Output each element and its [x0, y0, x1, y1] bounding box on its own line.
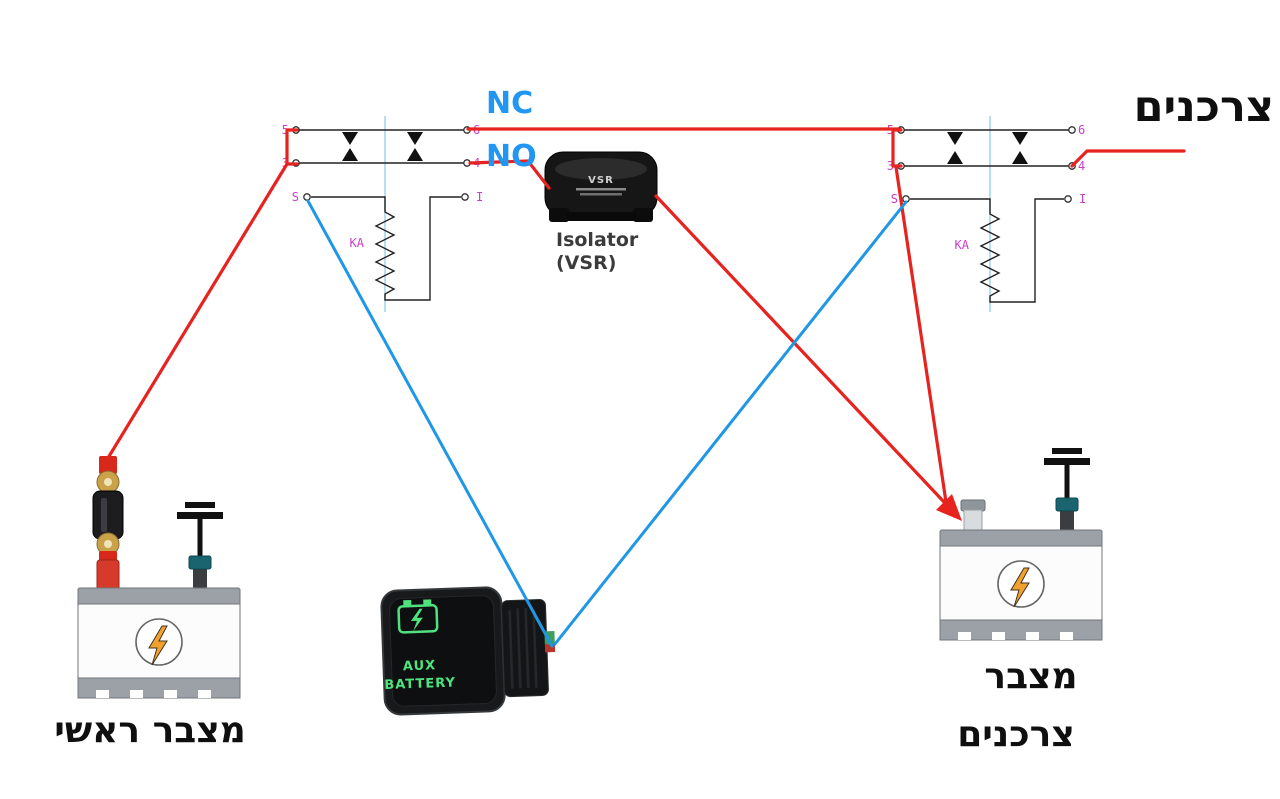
relay-left-schematic: 5 6 3 4 S I KA	[282, 116, 483, 312]
aux-battery-label-line1: מצבר	[984, 656, 1077, 697]
relay-right-pin6-label: 6	[1078, 123, 1085, 137]
relay-left-pinI-terminal	[461, 193, 469, 201]
isolator-base	[566, 212, 636, 221]
isolator-caption-line1: Isolator	[556, 229, 639, 251]
wire-right-sense-to-switch	[553, 200, 908, 646]
switch-battery-icon	[397, 604, 439, 634]
aux-battery-switch: AUX BATTERY	[380, 586, 556, 716]
relay-left-pinI-label: I	[476, 190, 483, 204]
relay-left-contact-symbol-1	[342, 132, 358, 161]
fuse-body	[92, 490, 124, 540]
isolator-chip-label: VSR	[588, 175, 614, 186]
relay-right-coil-label: KA	[955, 238, 970, 252]
main-battery-negative-post	[188, 555, 212, 589]
main-battery-positive-post	[96, 559, 120, 591]
nc-label: NC	[486, 86, 533, 121]
switch-housing-ribs	[508, 607, 538, 689]
aux-battery-label-line2: צרכנים	[957, 714, 1075, 755]
relay-right-pin6-terminal	[1068, 126, 1076, 134]
relay-left-coil-label: KA	[350, 236, 365, 250]
main-battery-label: מצבר ראשי	[54, 710, 246, 751]
relay-left-pinS-label: S	[292, 190, 299, 204]
wire-right-relay-jumper	[891, 128, 903, 168]
fuse-top-sleeve	[99, 456, 117, 474]
aux-battery: מצבר צרכנים	[939, 448, 1103, 755]
relay-left-contact-symbol-2	[407, 132, 423, 161]
isolator-tab-right	[633, 208, 653, 222]
relay-right-pinS-label: S	[891, 192, 898, 206]
arrowhead-to-aux-battery	[936, 494, 962, 521]
isolator-tab-left	[549, 208, 569, 222]
relay-right-pin3-label: 3	[887, 159, 894, 173]
wire-isolator-to-aux-battery	[654, 194, 946, 504]
relay-right-contact-symbol-1	[947, 132, 963, 164]
fuse-body-sheen	[101, 498, 107, 532]
relay-right-schematic: 5 6 3 4 S I KA	[887, 116, 1086, 312]
wire-no-to-isolator	[468, 159, 551, 190]
aux-battery-positive-post	[963, 509, 983, 533]
relay-left-pinS-terminal	[303, 193, 311, 201]
blue-wires	[306, 199, 908, 648]
isolator-caption-line2: (VSR)	[556, 252, 616, 274]
switch-battery-icon-terminal-right	[423, 599, 432, 606]
relay-right-pin4-label: 4	[1078, 159, 1085, 173]
no-label: NO	[486, 139, 537, 174]
wire-left-relay-jumper	[285, 128, 299, 166]
isolator-top-sheen	[555, 158, 647, 180]
wire-to-consumers	[1070, 149, 1186, 168]
main-battery-case	[77, 587, 241, 699]
switch-label-line1: AUX	[403, 658, 437, 674]
relay-right-pinI-terminal	[1064, 195, 1072, 203]
aux-battery-positive-cap	[960, 499, 986, 512]
inline-fuse	[92, 456, 124, 565]
wire-right-relay-to-aux-battery	[894, 165, 948, 504]
wire-left-sense-to-switch	[306, 199, 554, 648]
fuse-lug-top-hole	[104, 478, 112, 486]
relay-right-pinI-label: I	[1079, 192, 1086, 206]
main-battery: מצבר ראשי	[54, 456, 246, 751]
aux-battery-case	[939, 529, 1103, 641]
fuse-lug-bottom-hole	[104, 540, 112, 548]
wire-main-battery-to-relay	[106, 162, 289, 460]
relay-left-coil	[311, 196, 461, 301]
aux-battery-negative-post	[1055, 497, 1079, 531]
switch-battery-icon-bolt	[410, 608, 423, 631]
red-wires	[106, 127, 1186, 504]
consumers-label: צרכנים	[1134, 82, 1274, 132]
isolator-fineprint-2	[580, 193, 622, 196]
switch-battery-icon-terminal-left	[403, 600, 412, 607]
isolator-fineprint-1	[576, 188, 626, 191]
relay-right-coil	[910, 198, 1064, 303]
relay-left-pin5-label: 5	[282, 123, 289, 137]
vsr-isolator: VSR	[544, 151, 658, 222]
relay-right-contact-symbol-2	[1012, 132, 1028, 164]
switch-label-line2: BATTERY	[384, 676, 456, 693]
relay-left-pin3-label: 3	[282, 156, 289, 170]
